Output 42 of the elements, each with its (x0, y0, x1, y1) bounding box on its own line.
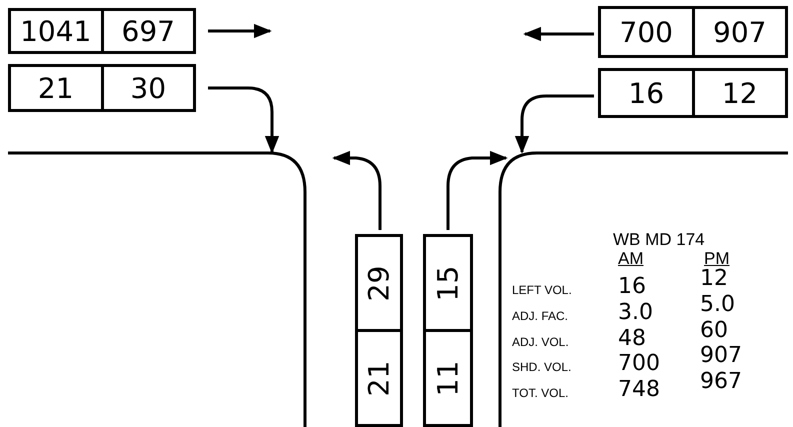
am-value: 700 (618, 351, 660, 376)
arrow (208, 24, 272, 38)
pm-value: 12 (700, 266, 728, 291)
column-heading: PM (704, 249, 730, 268)
volume-count: 697 (122, 14, 175, 48)
row-label: TOT. VOL. (512, 386, 568, 400)
arrow (446, 150, 508, 230)
volume-count: 29 (362, 265, 396, 301)
am-value: 16 (618, 274, 646, 299)
pm-value: 907 (700, 343, 742, 368)
pm-value: 967 (700, 369, 742, 394)
volume-box (423, 234, 473, 427)
volume-box (8, 8, 196, 54)
arrow (514, 94, 594, 154)
volume-count: 907 (713, 16, 766, 48)
am-value: 748 (618, 377, 660, 402)
volume-count: 16 (628, 76, 664, 110)
volume-count: 21 (362, 360, 396, 396)
pm-value: 5.0 (700, 292, 735, 317)
volume-count: 15 (432, 265, 464, 301)
arrow (332, 150, 382, 230)
volume-box (8, 64, 196, 112)
volume-box (355, 234, 403, 427)
am-value: 48 (618, 326, 646, 351)
volume-box (598, 68, 788, 118)
pm-value: 60 (700, 318, 728, 343)
table-heading: WB MD 174 (613, 230, 705, 250)
volume-count: 11 (432, 360, 464, 396)
row-label: ADJ. VOL. (512, 335, 569, 349)
arrow (208, 86, 280, 154)
volume-count: 30 (130, 72, 166, 104)
row-label: LEFT VOL. (512, 283, 572, 297)
am-value: 3.0 (618, 300, 653, 325)
column-heading: AM (618, 249, 644, 269)
volume-count: 700 (620, 16, 673, 48)
row-label: SHD. VOL. (512, 360, 572, 374)
volume-count: 21 (38, 72, 74, 104)
volume-count: 1041 (20, 14, 92, 48)
volume-count: 12 (722, 76, 758, 110)
arrow (523, 26, 594, 42)
volume-box (598, 6, 788, 58)
row-label: ADJ. FAC. (512, 309, 568, 323)
